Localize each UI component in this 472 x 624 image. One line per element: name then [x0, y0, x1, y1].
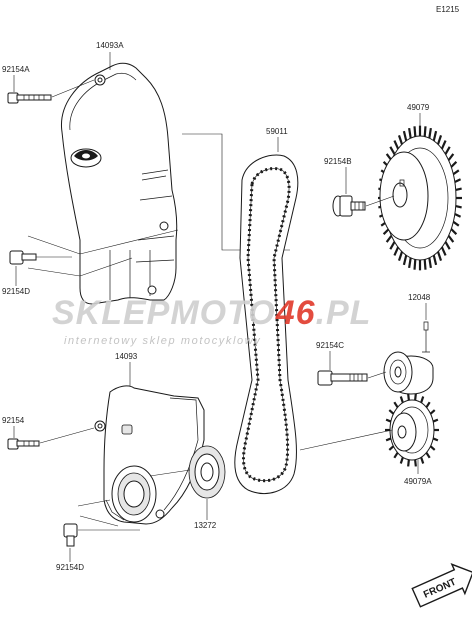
gear-tooth [414, 459, 417, 467]
gear-tooth [454, 213, 462, 218]
crank-pulley [385, 393, 439, 467]
belt-tooth-row [242, 167, 291, 483]
crank-pulley-teeth [385, 393, 439, 467]
gear-tooth [447, 235, 455, 243]
gear-tooth [414, 393, 417, 401]
gear-tooth [436, 251, 443, 261]
bolt-92154 [7, 438, 40, 450]
gear-tooth [407, 393, 410, 401]
gear-tooth [385, 418, 392, 423]
gear-tooth [444, 146, 451, 155]
timing-belt [234, 154, 299, 494]
gear-tooth [423, 259, 427, 270]
label-92154A: 92154A [2, 65, 30, 74]
kawasaki-logo-icon [70, 148, 102, 168]
label-92154D-upper: 92154D [2, 287, 30, 296]
label-92154B: 92154B [324, 157, 352, 166]
tensioner [383, 351, 434, 395]
gear-tooth [388, 445, 395, 451]
gear-tooth [432, 130, 438, 141]
gear-tooth [455, 205, 462, 209]
belt-teeth [242, 167, 291, 483]
bolt-92154A [7, 92, 52, 104]
gear-tooth [440, 246, 447, 256]
gear-tooth [407, 459, 410, 467]
cam-pulley [378, 125, 462, 271]
gear-tooth [397, 251, 404, 261]
gear-tooth [393, 401, 399, 408]
label-49079A: 49079A [404, 477, 432, 486]
gear-tooth [444, 241, 451, 250]
label-14093: 14093 [115, 352, 138, 361]
diagram-code: E1215 [436, 5, 460, 14]
watermark: SKLEPMOTO46.PL internetowy sklep motocyk… [52, 294, 371, 347]
gear-tooth [432, 418, 439, 423]
gear-tooth [408, 257, 412, 269]
gear-tooth [428, 257, 432, 269]
gear-tooth [393, 140, 400, 150]
gear-tooth [420, 456, 425, 464]
watermark-brand-mid: MOTO [170, 294, 275, 332]
gear-tooth [428, 127, 432, 139]
gear-tooth [402, 130, 408, 141]
gear-tooth [425, 452, 431, 459]
gear-tooth [402, 255, 408, 266]
gear-tooth [436, 135, 443, 145]
watermark-tagline: internetowy sklep motocyklowy [64, 335, 261, 347]
label-59011: 59011 [266, 127, 288, 136]
gear-tooth [385, 437, 392, 442]
gear-tooth [423, 126, 427, 137]
watermark-brand-tld: .PL [316, 294, 372, 332]
svg-text:SKLEPMOTO46.PL: SKLEPMOTO46.PL [52, 294, 371, 332]
label-92154D-lower: 92154D [56, 563, 84, 572]
gear-tooth [420, 396, 425, 404]
gear-tooth [447, 153, 455, 161]
gear-tooth [385, 235, 393, 243]
label-92154C: 92154C [316, 341, 344, 350]
gear-tooth [393, 452, 399, 459]
tensioner-spring [422, 321, 430, 353]
gear-tooth [399, 456, 404, 464]
gear-tooth [454, 178, 462, 183]
label-49079: 49079 [407, 103, 430, 112]
gear-tooth [382, 228, 390, 235]
gear-tooth [389, 146, 396, 155]
bolt-92154B [332, 195, 366, 217]
gear-tooth [432, 255, 438, 266]
gear-tooth [389, 241, 396, 250]
gear-tooth [397, 135, 404, 145]
gear-tooth [440, 140, 447, 150]
bolt-92154C [317, 370, 368, 386]
gear-tooth [452, 220, 460, 227]
gear-tooth [452, 169, 460, 176]
label-92154: 92154 [2, 416, 25, 425]
gear-tooth [429, 445, 436, 451]
bolt-92154D-lower [63, 523, 78, 547]
label-13272: 13272 [194, 521, 217, 530]
washer-13272 [188, 445, 226, 499]
front-arrow-icon: FRONT [411, 563, 472, 608]
gear-tooth [408, 127, 412, 139]
gear-tooth [429, 409, 436, 415]
gear-tooth [393, 246, 400, 256]
gear-tooth [413, 259, 417, 270]
gear-tooth [399, 396, 404, 404]
label-12048: 12048 [408, 293, 431, 302]
gear-tooth [455, 187, 462, 191]
label-14093A: 14093A [96, 41, 124, 50]
gear-tooth [432, 437, 439, 442]
gear-tooth [425, 401, 431, 408]
watermark-brand-num: 46 [275, 294, 316, 332]
bolt-92154D-upper [9, 250, 37, 265]
gear-tooth [450, 161, 458, 168]
gear-tooth [413, 126, 417, 137]
lower-timing-cover [94, 385, 205, 525]
watermark-brand-left: SKLEP [52, 294, 170, 332]
gear-tooth [450, 228, 458, 235]
upper-timing-cover [60, 62, 178, 305]
gear-tooth [388, 409, 395, 415]
